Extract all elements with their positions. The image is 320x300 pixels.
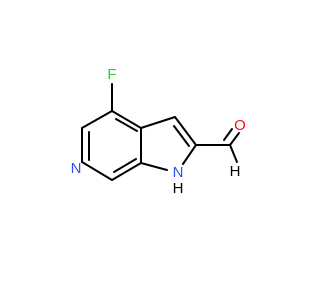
bond-c-o [229,132,240,146]
bond-c-o-double [223,128,233,141]
bond-c7-c7a-double [113,158,137,173]
bond-c3a-c3 [140,116,176,129]
atom-pyrrole-hydrogen: H [173,180,184,197]
atom-fluorine: F [107,66,116,83]
atom-aldehyde-hydrogen: H [230,163,241,180]
bond-c2-n1 [182,144,197,165]
bond-c3-c2 [174,116,197,146]
atom-oxygen: O [234,117,246,134]
bond-c4-c5 [81,110,113,129]
bond-c7-c7a [111,162,142,181]
bond-n1-c7a [140,162,168,171]
molecule-drawing: F N N H O H [71,66,246,197]
bond-c4-c3a-double [115,118,138,132]
atom-labels: F N N H O H [71,66,246,197]
atom-pyrrole-nitrogen: N [173,164,184,181]
bond-c-h [229,144,238,163]
bond-c3-c2-double [173,125,190,147]
bond-c4-c3a [111,110,142,129]
structure-diagram: F N N H O H [71,66,246,197]
atom-pyridine-nitrogen: N [71,160,82,177]
bonds [81,83,240,181]
bond-n6-c7 [81,161,113,181]
